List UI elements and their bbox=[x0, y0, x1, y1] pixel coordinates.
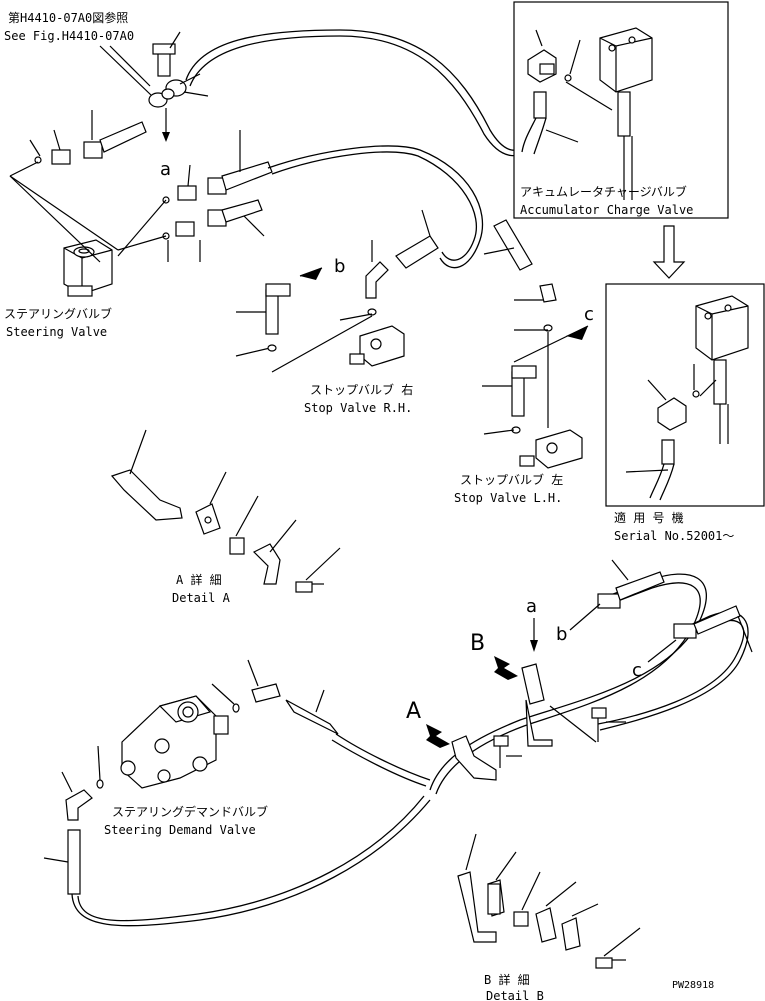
stop-rh-jp: ストップバルブ 右 bbox=[310, 382, 413, 397]
middle-fittings: a bbox=[117, 130, 273, 262]
demand-en: Steering Demand Valve bbox=[104, 823, 256, 837]
accum-en: Accumulator Charge Valve bbox=[520, 203, 693, 217]
top-hose bbox=[185, 29, 529, 151]
detail-b-en: Detail B bbox=[486, 989, 544, 1001]
steering-valve-en: Steering Valve bbox=[6, 325, 107, 339]
steering-demand-valve: ステアリングデマンドバルブ Steering Demand Valve bbox=[43, 695, 431, 927]
demand-outlet-fittings bbox=[211, 659, 431, 787]
bracket-a: A bbox=[406, 699, 522, 781]
tee-fitting-group bbox=[148, 31, 209, 142]
detail-b-jp: B 詳 細 bbox=[484, 972, 530, 987]
serial-en: Serial No.52001〜 bbox=[614, 529, 734, 543]
accumulator-box: アキュムレータチャージバルブ Accumulator Charge Valve bbox=[513, 1, 729, 219]
left-fittings bbox=[9, 110, 147, 263]
callout-c-top: c bbox=[584, 304, 594, 325]
drawing-number: PW28918 bbox=[672, 980, 714, 991]
stop-valve-lh: c ストップバルブ 左 Stop Valve L.H. bbox=[454, 219, 594, 505]
demand-jp: ステアリングデマンドバルブ bbox=[112, 804, 268, 819]
steering-valve-jp: ステアリングバルブ bbox=[4, 306, 112, 321]
callout-a-top: a bbox=[160, 159, 171, 180]
callout-b-right: b bbox=[556, 624, 567, 645]
serial-jp: 適 用 号 機 bbox=[614, 510, 684, 525]
callout-B: B bbox=[470, 631, 485, 656]
stop-rh-en: Stop Valve R.H. bbox=[304, 401, 412, 415]
right-hoses: a b c bbox=[429, 559, 753, 795]
stop-valve-rh: b ストップバルブ 右 Stop Valve R.H. bbox=[235, 209, 439, 415]
stop-lh-en: Stop Valve L.H. bbox=[454, 491, 562, 505]
bracket-b: B bbox=[470, 631, 626, 747]
stop-lh-jp: ストップバルブ 左 bbox=[460, 472, 563, 487]
detail-b: B 詳 細 Detail B bbox=[457, 833, 641, 1001]
middle-hose bbox=[267, 145, 484, 269]
ref-jp: 第H4410-07A0図参照 bbox=[8, 10, 128, 25]
detail-a: A 詳 細 Detail A bbox=[110, 429, 341, 605]
accum-jp: アキュムレータチャージバルブ bbox=[520, 184, 687, 199]
callout-b-top: b bbox=[334, 256, 345, 277]
reference-note: 第H4410-07A0図参照 See Fig.H4410-07A0 bbox=[4, 10, 153, 97]
callout-A: A bbox=[406, 699, 421, 724]
steering-valve: ステアリングバルブ Steering Valve bbox=[4, 239, 113, 339]
callout-c-right: c bbox=[632, 660, 642, 681]
ref-en: See Fig.H4410-07A0 bbox=[4, 29, 134, 43]
callout-a-right: a bbox=[526, 596, 537, 617]
serial-box: 適 用 号 機 Serial No.52001〜 bbox=[605, 283, 765, 543]
detail-a-en: Detail A bbox=[172, 591, 231, 605]
down-arrow bbox=[652, 225, 686, 279]
detail-a-jp: A 詳 細 bbox=[176, 572, 222, 587]
